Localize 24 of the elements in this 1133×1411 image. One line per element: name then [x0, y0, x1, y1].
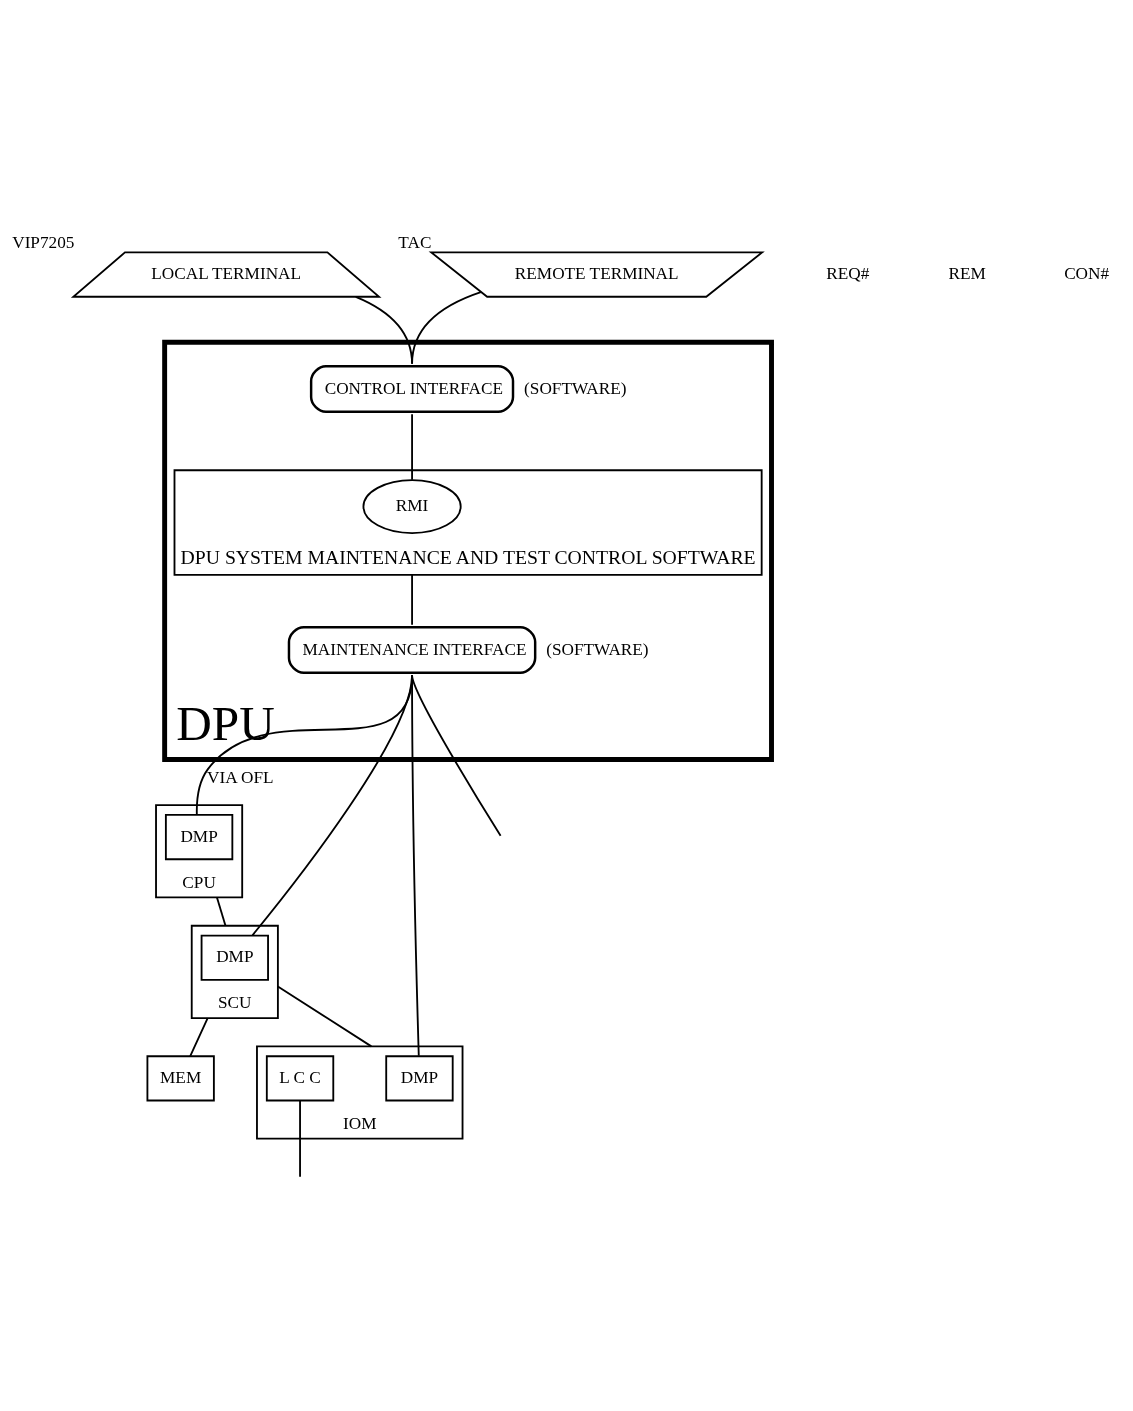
edge-label: VIA OFL: [207, 767, 274, 787]
connector: [411, 573, 413, 626]
label: REQ#: [826, 263, 870, 283]
node-label: TAC: [398, 232, 432, 252]
node-box: DMP: [200, 934, 269, 981]
node-box: CONTROL INTERFACE: [309, 364, 515, 413]
node-label: (SOFTWARE): [524, 378, 627, 398]
node-label: VIP7205: [12, 232, 75, 252]
connector: [299, 1099, 301, 1178]
node-box: MEM: [146, 1054, 215, 1101]
label: REM: [948, 263, 986, 283]
connector: [411, 673, 502, 837]
label: CON#: [1064, 263, 1110, 283]
node-ellipse: RMI: [362, 478, 462, 534]
node-label: (SOFTWARE): [546, 639, 649, 659]
connector: [411, 290, 482, 365]
node-box: DMP: [385, 1054, 454, 1101]
connector: [276, 985, 373, 1047]
connector: [411, 412, 413, 481]
connector: [189, 1016, 209, 1057]
node-box: MAINTENANCE INTERFACE: [287, 625, 537, 674]
connector: [216, 896, 227, 927]
node-box: L C C: [265, 1054, 335, 1101]
node-box: DMP: [164, 813, 234, 860]
